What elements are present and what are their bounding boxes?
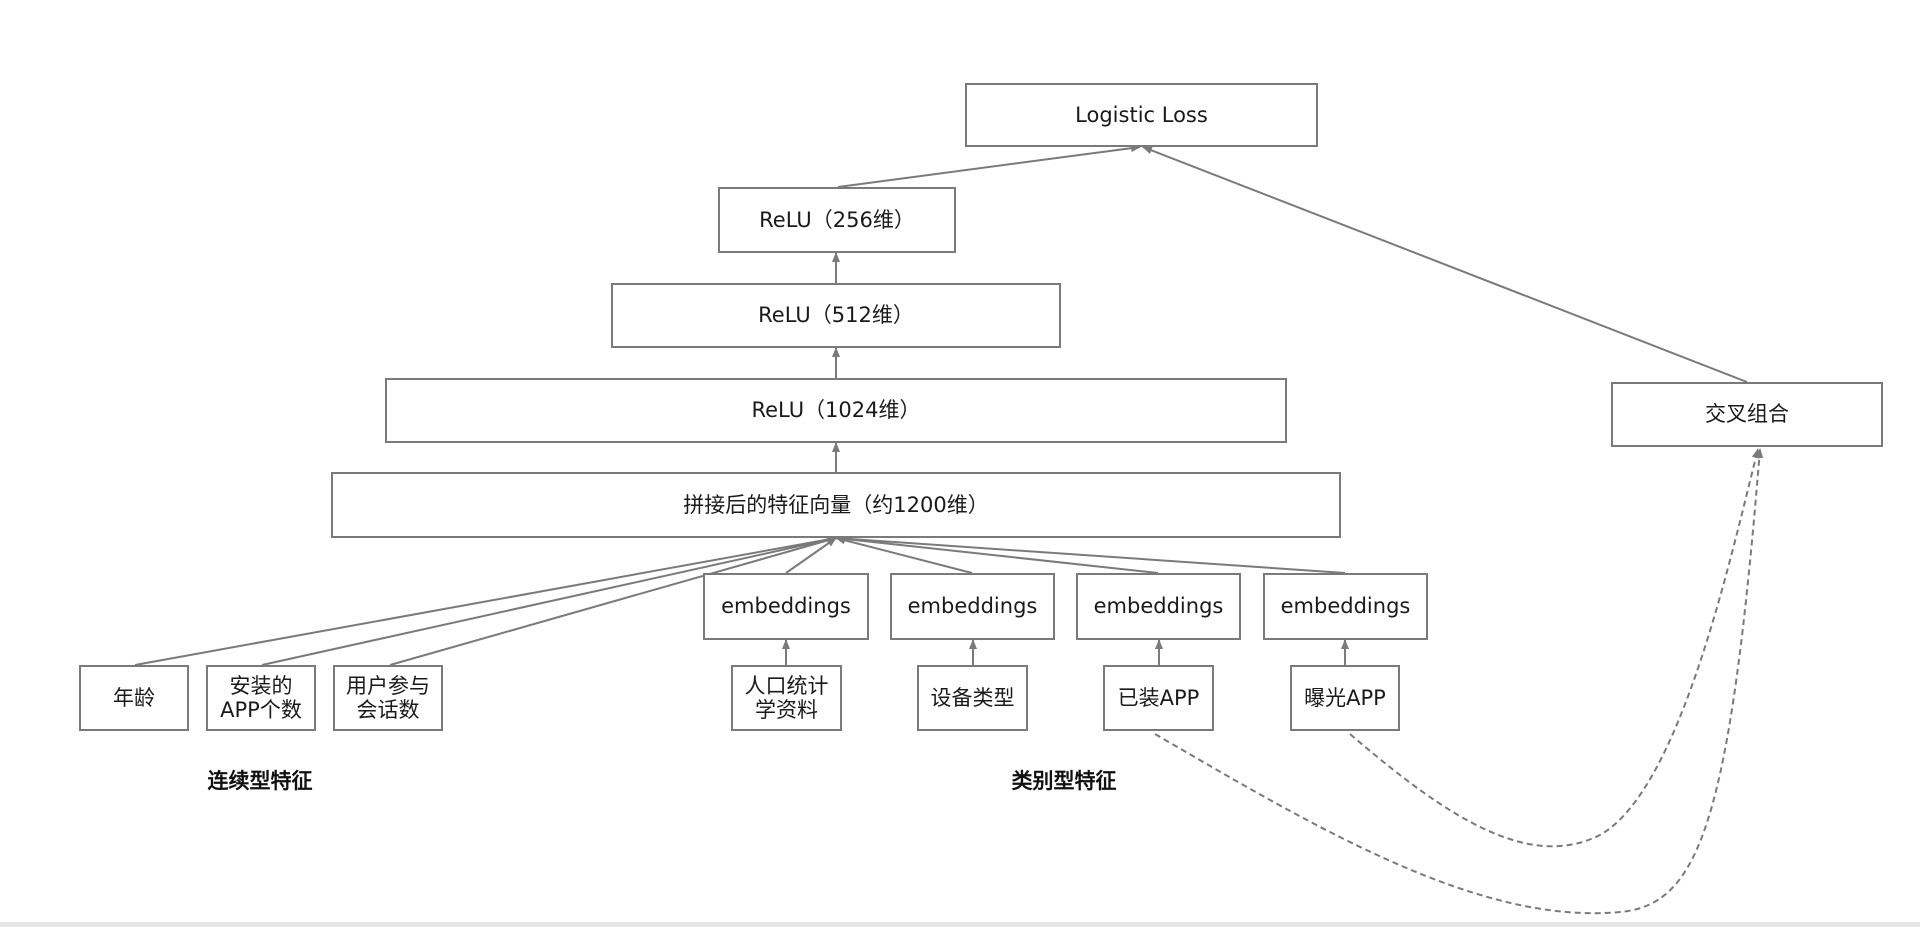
embeddings-label-3: embeddings xyxy=(1093,594,1224,619)
installed-app-label: 已装APP xyxy=(1117,685,1200,710)
relu-1024-box: ReLU（1024维） xyxy=(385,378,1287,443)
categorical-features-label: 类别型特征 xyxy=(1011,769,1117,793)
installed-app-count-label: 安装的 APP个数 xyxy=(220,673,302,722)
concat-feature-box: 拼接后的特征向量（约1200维） xyxy=(331,472,1341,538)
relu-256-box: ReLU（256维） xyxy=(718,187,956,253)
relu-512-box: ReLU（512维） xyxy=(611,283,1061,348)
edge-installed-app-to-cross xyxy=(1154,448,1764,915)
embeddings-label-4: embeddings xyxy=(1280,594,1411,619)
exposed-app-box: 曝光APP xyxy=(1290,665,1400,731)
continuous-features-label: 连续型特征 xyxy=(207,769,313,793)
edge-emb4-to-concat xyxy=(835,534,1346,574)
logistic-loss-box: Logistic Loss xyxy=(965,83,1318,147)
embeddings-box-2: embeddings xyxy=(890,573,1055,640)
relu-1024-label: ReLU（1024维） xyxy=(751,398,921,423)
edge-emb3-to-concat xyxy=(835,534,1159,574)
edge-exposed-app-to-cross xyxy=(1349,448,1760,848)
embeddings-label-1: embeddings xyxy=(721,594,851,619)
exposed-app-label: 曝光APP xyxy=(1304,685,1386,710)
edge-cross-to-loss xyxy=(1142,146,1748,383)
embeddings-box-4: embeddings xyxy=(1263,573,1428,640)
edge-age-to-concat xyxy=(134,535,837,666)
device-type-box: 设备类型 xyxy=(917,665,1028,731)
age-feature-label: 年龄 xyxy=(113,685,155,710)
session-count-label: 用户参与 会话数 xyxy=(346,673,430,722)
bottom-strip xyxy=(0,922,1920,927)
edge-emb2-to-concat xyxy=(835,536,973,574)
cross-combination-label: 交叉组合 xyxy=(1705,402,1789,427)
device-type-label: 设备类型 xyxy=(930,685,1015,710)
edge-installed-count-to-concat xyxy=(261,536,837,666)
installed-app-box: 已装APP xyxy=(1103,665,1214,731)
cross-combination-box: 交叉组合 xyxy=(1611,382,1883,447)
relu-256-label: ReLU（256维） xyxy=(759,207,915,232)
demographics-box: 人口统计 学资料 xyxy=(731,665,842,731)
age-feature-box: 年龄 xyxy=(79,665,189,731)
relu-512-label: ReLU（512维） xyxy=(758,303,914,328)
embeddings-box-1: embeddings xyxy=(703,573,869,640)
edge-sessions-to-concat xyxy=(389,536,837,666)
edge-emb1-to-concat xyxy=(785,537,837,574)
concat-feature-label: 拼接后的特征向量（约1200维） xyxy=(683,492,989,517)
installed-app-count-box: 安装的 APP个数 xyxy=(206,665,316,731)
embeddings-label-2: embeddings xyxy=(907,594,1038,619)
edge-relu256-to-loss xyxy=(837,144,1141,188)
logistic-loss-label: Logistic Loss xyxy=(1075,102,1208,127)
session-count-box: 用户参与 会话数 xyxy=(333,665,443,731)
embeddings-box-3: embeddings xyxy=(1076,573,1241,640)
demographics-label: 人口统计 学资料 xyxy=(744,673,829,722)
